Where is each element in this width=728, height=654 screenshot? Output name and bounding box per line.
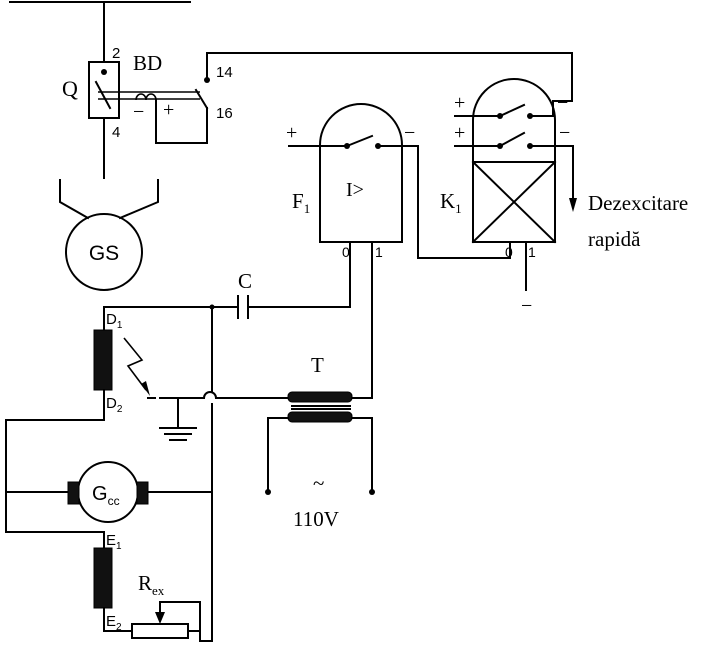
k1-minus-b: − (559, 122, 570, 144)
label-tilde: ~ (313, 471, 324, 495)
label-relay-i: I> (346, 179, 364, 201)
fault-arrow (123, 337, 147, 391)
label-e1: E1 (106, 532, 122, 552)
relay-f1: + − I> F1 0 1 (286, 103, 419, 260)
label-e2: E2 (106, 613, 122, 633)
label-d2: D2 (106, 395, 123, 415)
label-rapida: rapidă (588, 227, 641, 251)
wire-c-to-rex-lower (199, 403, 213, 642)
f1-minus: − (404, 122, 415, 144)
fault-arrowhead (141, 381, 150, 396)
transformer-t: T ~ 110V (265, 241, 375, 531)
wire-14-to-k1 (206, 52, 573, 102)
exciter-field-e: E1 E2 (93, 531, 133, 633)
label-110v: 110V (293, 507, 339, 531)
breaker-q: Q 2 4 (62, 45, 120, 179)
terminal-2: 2 (112, 45, 120, 62)
k1-plus-b: + (454, 122, 465, 144)
label-c: C (238, 269, 252, 293)
generator-gs: GS (59, 179, 159, 291)
f1-plus: + (286, 122, 297, 144)
k1-terminal-0: 0 (505, 244, 513, 260)
f1-terminal-1: 1 (375, 244, 383, 260)
f1-terminal-0: 0 (342, 244, 350, 260)
capacitor-c: C (103, 241, 351, 319)
label-d1: D1 (106, 311, 123, 331)
bd-plus: + (163, 99, 174, 121)
k1-terminal-1: 1 (528, 244, 536, 260)
k1-plus-a: + (454, 92, 465, 114)
label-rex: Rex (138, 571, 165, 598)
label-gs: GS (89, 242, 119, 265)
fault-to-transformer (147, 391, 289, 441)
label-gcc: Gcc (92, 483, 120, 508)
label-f1: F1 (292, 189, 310, 216)
exciter-gcc: Gcc (5, 419, 213, 533)
label-dezexcitare: Dezexcitare (588, 191, 688, 215)
relay-k1: + + − − K1 0 1 − (440, 78, 577, 317)
auxiliary-contact: 14 16 (194, 52, 233, 122)
terminal-16: 16 (216, 105, 233, 122)
k1-minus-a: − (557, 92, 568, 114)
label-bd: BD (133, 51, 162, 75)
k1-minus-bottom: − (521, 295, 532, 317)
rheostat-rex: Rex (131, 571, 201, 642)
wire-f1-to-k1 (417, 145, 511, 259)
rotor-winding-d: D1 D2 (93, 306, 123, 421)
label-k1: K1 (440, 189, 462, 216)
bd-minus: − (133, 101, 144, 123)
terminal-14: 14 (216, 64, 233, 81)
terminal-4: 4 (112, 124, 120, 141)
label-t: T (311, 353, 324, 377)
label-q: Q (62, 76, 78, 101)
bd-trip-coil: BD − + (98, 51, 208, 144)
busbar (9, 1, 191, 63)
